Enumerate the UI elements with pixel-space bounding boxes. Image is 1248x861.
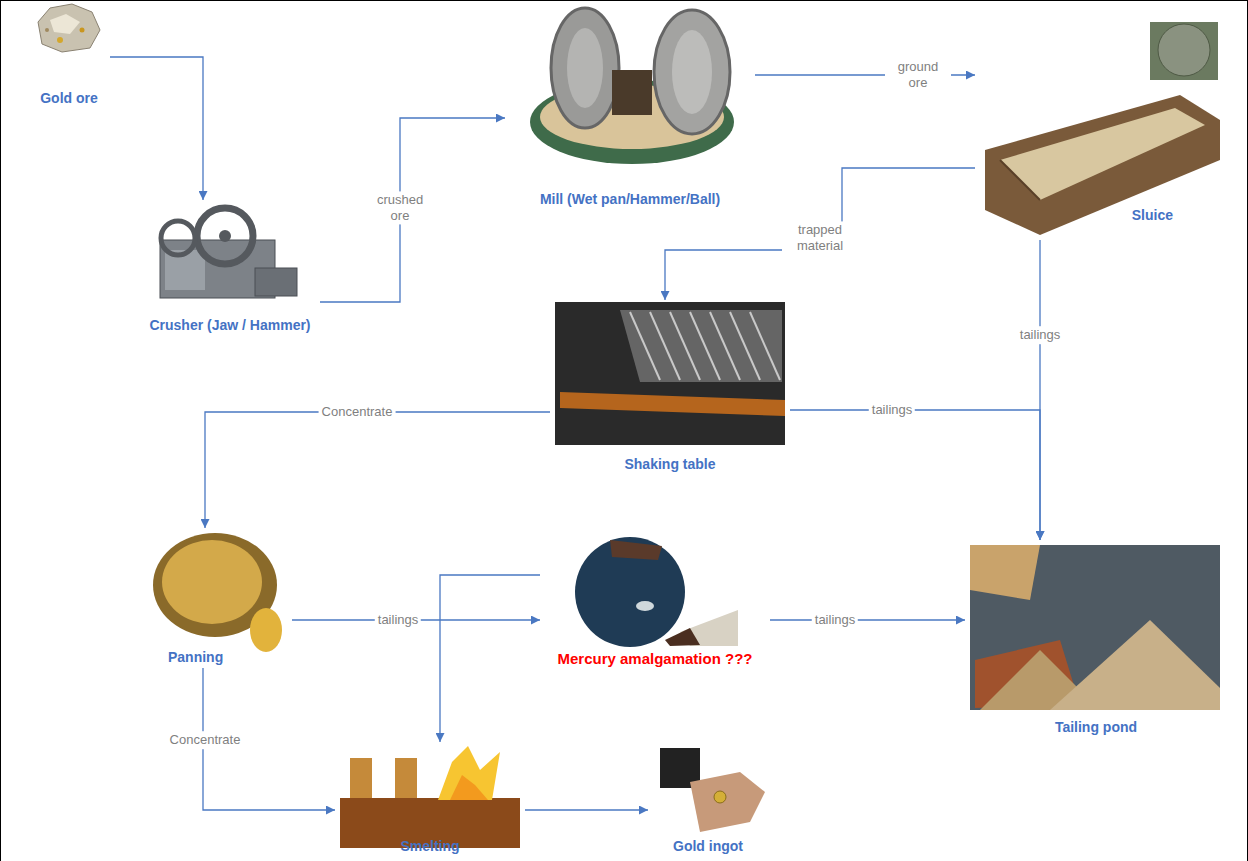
mill-step: Mill (Wet pan/Hammer/Ball) bbox=[505, 0, 755, 210]
sluice-trough bbox=[985, 95, 1220, 235]
tailing-pond bbox=[1050, 620, 1220, 710]
gold-ingot-hand bbox=[690, 772, 765, 832]
flow-arrow bbox=[665, 168, 975, 300]
tailing-pond-step: Tailing pond bbox=[965, 540, 1227, 738]
tailing-pond bbox=[970, 545, 1220, 710]
amalgamation-pan bbox=[575, 537, 685, 647]
step-label: Gold ingot bbox=[673, 838, 743, 855]
flow-arrow bbox=[790, 410, 1040, 540]
step-label: Panning bbox=[168, 649, 223, 666]
step-label: Crusher (Jaw / Hammer) bbox=[149, 317, 310, 334]
gold-ore-rock bbox=[80, 28, 85, 33]
flow-label: Concentrate bbox=[167, 731, 244, 749]
step-label: Mill (Wet pan/Hammer/Ball) bbox=[540, 191, 720, 208]
gold-ore-rock bbox=[45, 28, 49, 32]
gold-pan bbox=[153, 533, 282, 652]
shaking-table bbox=[560, 392, 785, 416]
crusher-machine bbox=[161, 221, 195, 255]
step-label: Mercury amalgamation ??? bbox=[557, 650, 752, 668]
smelting-scene bbox=[350, 758, 372, 798]
flow-label: Concentrate bbox=[319, 403, 396, 421]
step-label: Smelting bbox=[400, 838, 459, 855]
shaking-table bbox=[750, 312, 780, 380]
smelting-scene bbox=[340, 746, 520, 848]
wet-pan-mill bbox=[654, 10, 730, 134]
step-label: Gold ore bbox=[40, 90, 98, 107]
shaking-table bbox=[555, 302, 785, 445]
tailing-pond bbox=[970, 545, 1220, 710]
flow-arrow bbox=[770, 619, 965, 620]
flow-label: tailings bbox=[375, 611, 421, 629]
shaking-table bbox=[555, 302, 785, 445]
wet-pan-mill bbox=[672, 30, 712, 114]
wet-pan-mill bbox=[551, 8, 619, 128]
smelting-step: Smelting bbox=[335, 742, 525, 857]
gold-ingot-hand bbox=[660, 748, 765, 832]
flow-label: trapped material bbox=[782, 221, 858, 254]
gold-ore-rock bbox=[57, 37, 63, 43]
crusher-machine bbox=[219, 230, 231, 242]
crusher-machine bbox=[160, 208, 297, 298]
sluice-trough bbox=[1158, 24, 1210, 76]
crusher-machine bbox=[255, 268, 297, 296]
crusher-machine bbox=[197, 208, 253, 264]
flow-arrow bbox=[320, 118, 505, 302]
amalgamation-step: Mercury amalgamation ??? bbox=[540, 535, 770, 670]
gold-ore-rock bbox=[50, 14, 80, 34]
crusher-step: Crusher (Jaw / Hammer) bbox=[140, 200, 320, 336]
sluice-trough bbox=[1150, 22, 1218, 80]
gold-ore-rock bbox=[38, 4, 100, 52]
step-label: Shaking table bbox=[624, 456, 715, 473]
tailing-pond bbox=[970, 545, 1040, 600]
shaking-table bbox=[620, 310, 782, 382]
step-label: Sluice bbox=[1132, 207, 1173, 224]
amalgamation-pan bbox=[665, 628, 700, 646]
gold-ore-rock bbox=[38, 4, 100, 52]
gold-pan bbox=[250, 608, 282, 652]
step-label: Tailing pond bbox=[1055, 719, 1137, 736]
sluice-trough bbox=[1000, 160, 1040, 200]
flow-arrow bbox=[440, 575, 540, 742]
amalgamation-pan bbox=[575, 537, 738, 647]
sluice-trough bbox=[985, 22, 1220, 235]
flow-arrow bbox=[525, 809, 648, 810]
wet-pan-mill bbox=[612, 70, 652, 115]
amalgamation-pan bbox=[636, 601, 654, 611]
ingot-step: Gold ingot bbox=[648, 742, 768, 857]
ore-step: Gold ore bbox=[28, 2, 110, 109]
flow-label: tailings bbox=[869, 401, 915, 419]
gold-pan bbox=[162, 540, 262, 624]
flow-label: tailings bbox=[812, 611, 858, 629]
wet-pan-mill bbox=[530, 8, 734, 164]
flow-label: tailings bbox=[1017, 326, 1063, 344]
panning-step: Panning bbox=[148, 528, 292, 668]
smelting-scene bbox=[438, 746, 500, 800]
flow-arrow bbox=[205, 412, 550, 528]
flow-label: ground ore bbox=[885, 58, 951, 91]
flow-label: crushed ore bbox=[367, 191, 433, 224]
wet-pan-mill bbox=[567, 28, 603, 108]
shaking-table-step: Shaking table bbox=[550, 300, 790, 475]
sluice-step: Sluice bbox=[975, 18, 1225, 240]
smelting-scene bbox=[450, 775, 488, 800]
gold-ingot-hand bbox=[714, 791, 726, 803]
flow-arrow bbox=[110, 57, 203, 200]
smelting-scene bbox=[395, 758, 417, 798]
amalgamation-pan bbox=[610, 540, 662, 560]
sluice-trough bbox=[1000, 108, 1205, 200]
